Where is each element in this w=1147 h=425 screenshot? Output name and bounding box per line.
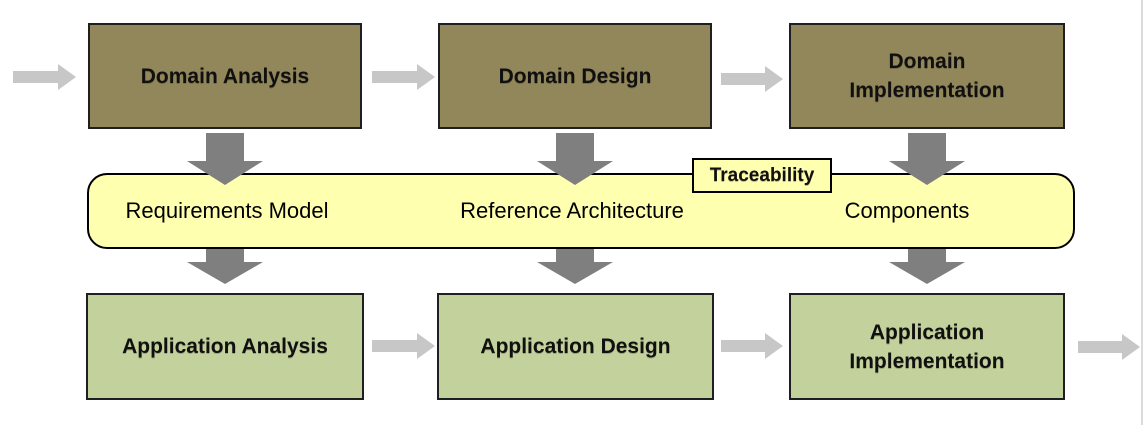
- flow-arrow-domain-design-to-implementation-icon: [721, 66, 783, 92]
- node-domain-analysis: Domain Analysis: [88, 23, 362, 129]
- traceability-label: Traceability: [709, 164, 815, 186]
- page-edge-right: [1141, 0, 1143, 425]
- node-label: Application Analysis: [122, 335, 328, 358]
- flow-arrow-application-analysis-to-design-icon: [372, 333, 435, 359]
- flow-arrow-application-design-to-implementation-icon: [721, 333, 783, 359]
- traceability-tag: Traceability: [692, 158, 832, 193]
- artifact-components: Components: [844, 198, 970, 223]
- down-arrow-domain-analysis-to-requirements-icon: [187, 133, 263, 185]
- node-domain-design: Domain Design: [438, 23, 712, 129]
- node-application-implementation: Application Implementation: [789, 293, 1065, 400]
- down-arrow-architecture-to-application-design-icon: [537, 248, 613, 284]
- artifact-reference-architecture: Reference Architecture: [460, 198, 684, 223]
- flow-arrow-out-of-application-implementation-icon: [1078, 334, 1140, 360]
- node-label: Application Design: [480, 335, 671, 358]
- node-application-design: Application Design: [437, 293, 714, 400]
- node-label: Domain Design: [498, 64, 652, 88]
- node-label: Domain Analysis: [140, 64, 310, 88]
- down-arrow-domain-design-to-architecture-icon: [537, 133, 613, 185]
- down-arrow-requirements-to-application-analysis-icon: [187, 248, 263, 284]
- node-application-analysis: Application Analysis: [86, 293, 364, 400]
- artifact-requirements-model: Requirements Model: [125, 198, 329, 223]
- down-arrow-domain-implementation-to-components-icon: [889, 133, 965, 185]
- artifacts-band: Requirements Model Reference Architectur…: [87, 173, 1075, 249]
- flow-arrow-into-domain-analysis-icon: [13, 64, 76, 90]
- flow-arrow-domain-analysis-to-design-icon: [372, 64, 435, 90]
- node-label: Application Implementation: [849, 320, 1005, 373]
- down-arrow-components-to-application-implementation-icon: [889, 248, 965, 284]
- node-label: Domain Implementation: [849, 50, 1005, 102]
- node-domain-implementation: Domain Implementation: [789, 23, 1065, 129]
